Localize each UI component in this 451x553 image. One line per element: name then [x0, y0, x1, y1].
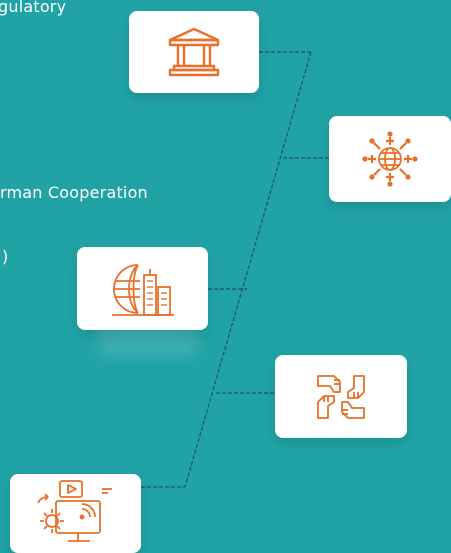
card-teamwork	[275, 355, 407, 438]
global-city-icon	[108, 259, 178, 319]
card-global-network	[329, 116, 451, 202]
card-global-city	[77, 247, 208, 330]
heading-fragment-paren: )	[2, 247, 9, 266]
digital-media-icon	[34, 479, 118, 549]
heading-fragment-cooperation: rman Cooperation	[0, 183, 148, 202]
teamwork-hands-icon	[310, 368, 372, 426]
global-network-people-icon	[359, 128, 421, 190]
government-building-icon	[166, 26, 222, 78]
heading-fragment-regulatory: gulatory	[0, 0, 67, 16]
card-digital-media	[10, 474, 141, 553]
card-government	[129, 11, 259, 93]
